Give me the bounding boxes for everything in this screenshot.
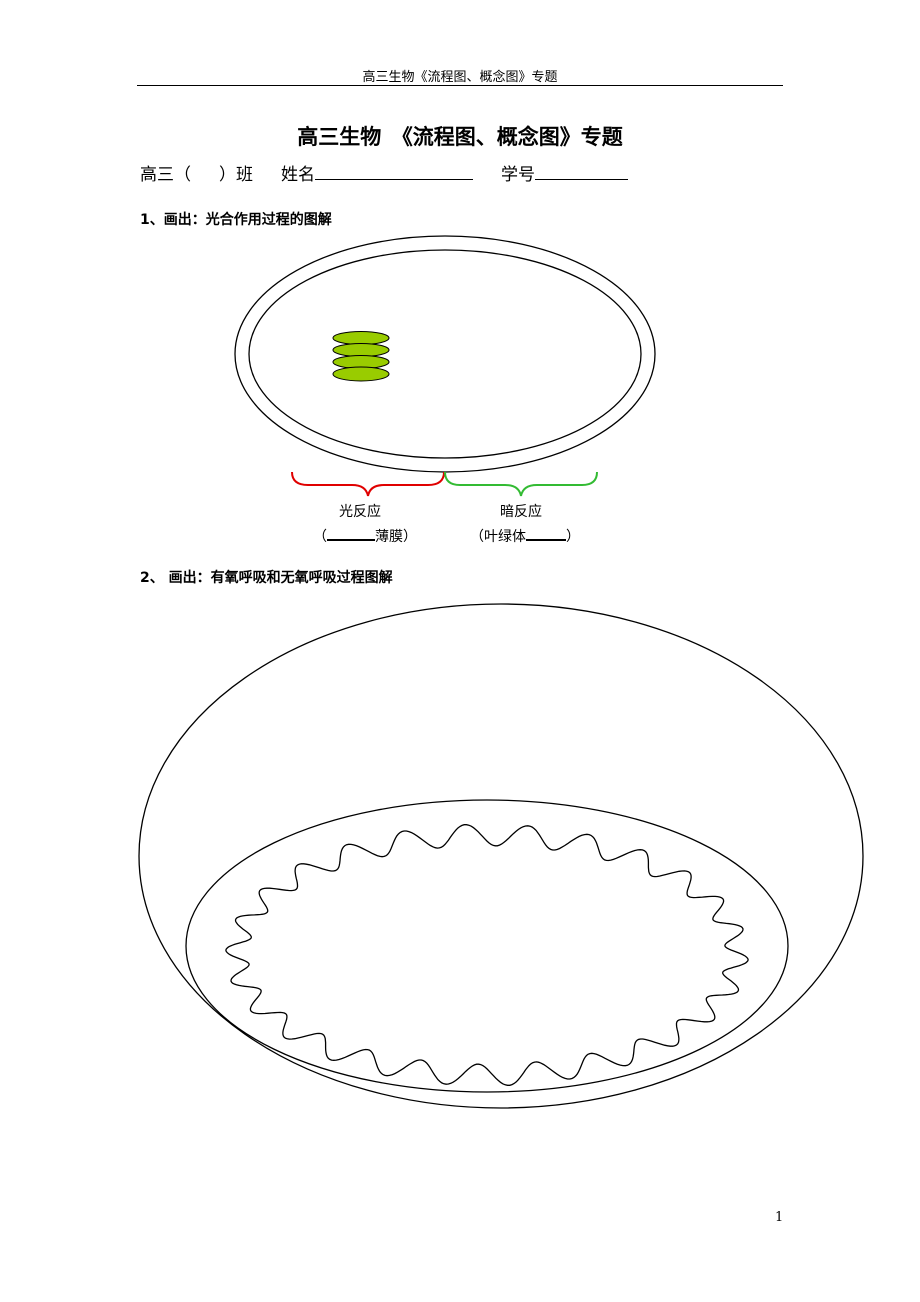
dark-reaction-label: 暗反应 bbox=[500, 504, 542, 520]
light-location-blank[interactable] bbox=[327, 525, 375, 541]
light-reaction-label: 光反应 bbox=[339, 504, 381, 520]
header-rule bbox=[137, 85, 783, 86]
running-header: 高三生物《流程图、概念图》专题 bbox=[362, 70, 558, 85]
question-1-label: 1、画出：光合作用过程的图解 bbox=[140, 212, 332, 228]
page-title: 高三生物 《流程图、概念图》专题 bbox=[297, 125, 623, 149]
id-field[interactable] bbox=[535, 163, 628, 180]
light-reaction-location: （薄膜） bbox=[290, 525, 440, 546]
question-2-label: 2、 画出：有氧呼吸和无氧呼吸过程图解 bbox=[140, 570, 393, 586]
mitochondrion-diagram bbox=[138, 603, 864, 1109]
id-label: 学号 bbox=[501, 165, 535, 185]
dark-location-blank[interactable] bbox=[526, 525, 566, 541]
chloroplast-inner-membrane bbox=[248, 249, 642, 459]
thylakoid-disc bbox=[332, 366, 390, 382]
mitochondrion-inner-membrane-cristae bbox=[225, 824, 749, 1086]
outer-cell-membrane bbox=[138, 603, 864, 1109]
name-label: 姓名 bbox=[281, 165, 315, 185]
dark-reaction-brace bbox=[444, 471, 598, 497]
chloroplast-outer-membrane bbox=[234, 235, 656, 473]
thylakoid-disc bbox=[332, 331, 390, 345]
light-reaction-brace bbox=[291, 471, 445, 497]
grana-stack bbox=[332, 331, 390, 382]
chloroplast-diagram bbox=[234, 235, 656, 497]
student-info-line: 高三（ ）班 姓名 学号 bbox=[140, 160, 628, 185]
mitochondrion-outer-membrane bbox=[185, 799, 789, 1093]
name-field[interactable] bbox=[315, 163, 473, 180]
class-suffix: ）班 bbox=[219, 165, 253, 185]
dark-reaction-location: （叶绿体） bbox=[450, 525, 600, 546]
page-number: 1 bbox=[775, 1210, 784, 1225]
grade-prefix: 高三（ bbox=[140, 165, 191, 185]
thylakoid-disc bbox=[332, 343, 390, 357]
